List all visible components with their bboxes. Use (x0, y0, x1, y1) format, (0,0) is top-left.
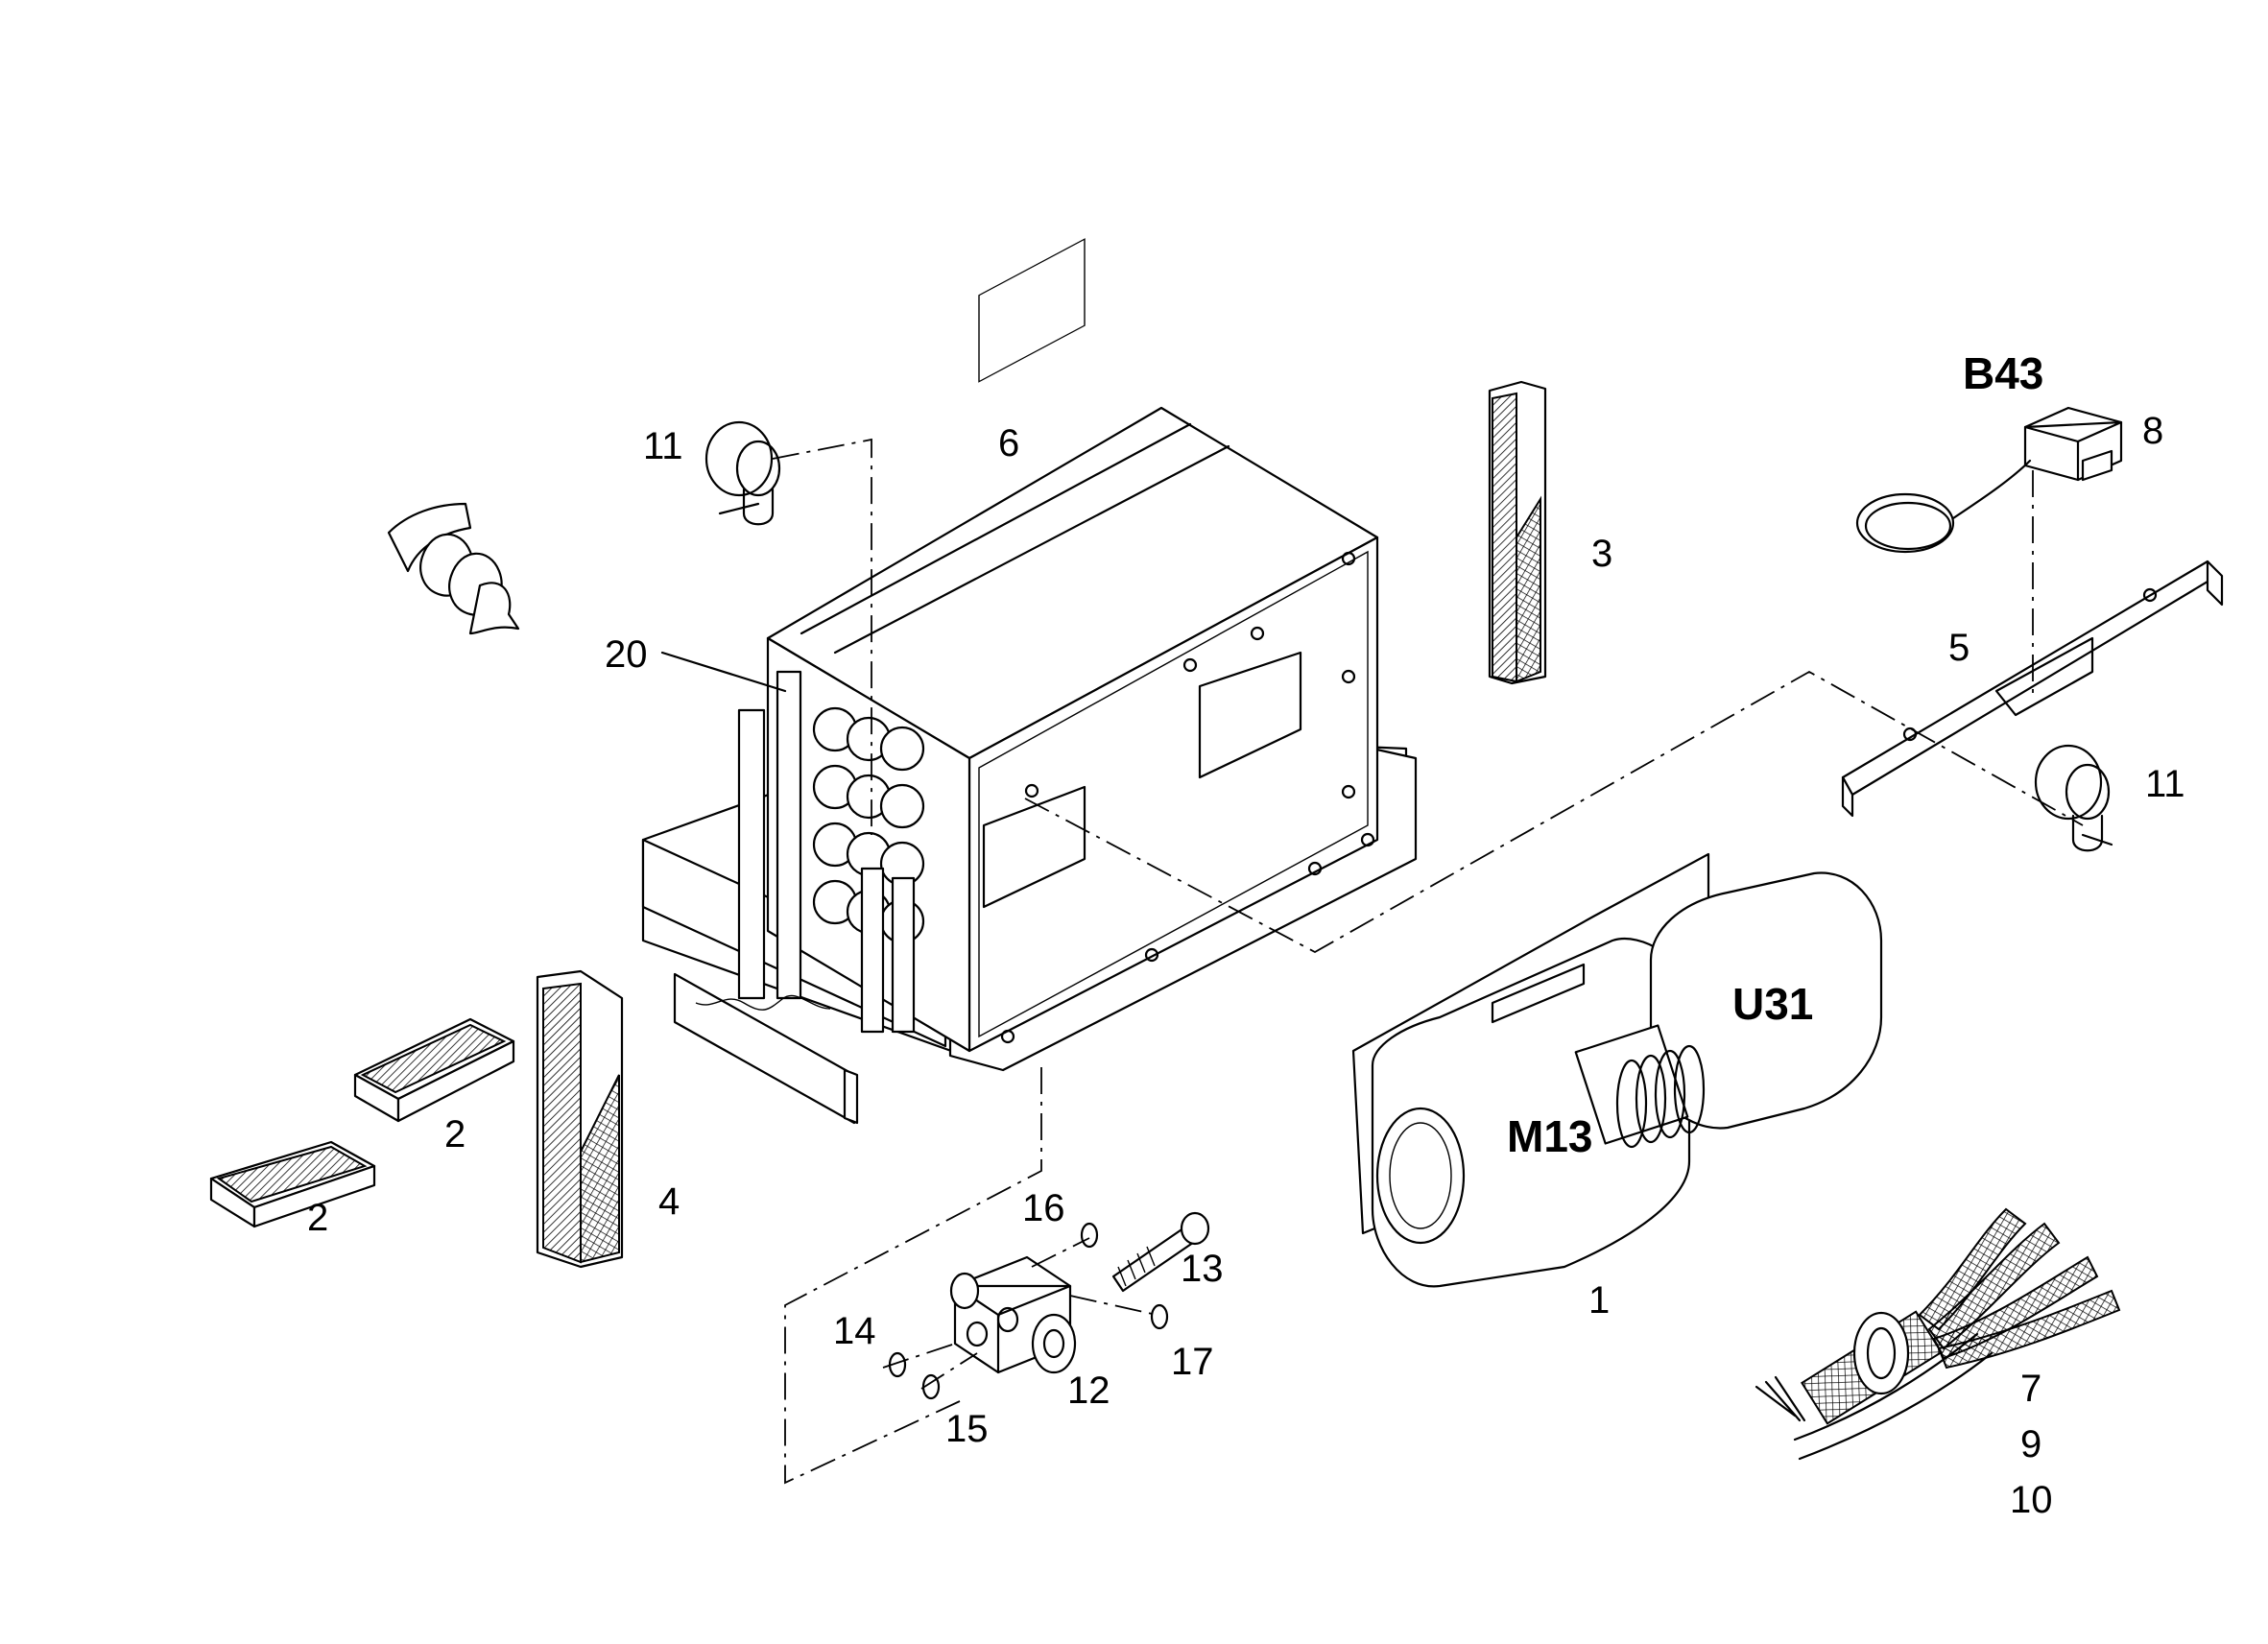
label-11-top: 11 (643, 425, 683, 467)
label-11-right: 11 (2145, 763, 2185, 805)
expansion-valve (949, 1255, 1077, 1374)
label-1: 1 (1588, 1279, 1610, 1322)
label-16: 16 (1022, 1187, 1065, 1229)
label-17: 17 (1171, 1341, 1214, 1383)
assembly-lines (772, 438, 2084, 1485)
label-9: 9 (2020, 1423, 2041, 1465)
evaporator-housing (641, 238, 1418, 1072)
mounting-rail (1841, 560, 2224, 818)
foam-pad-2b (353, 1017, 515, 1123)
label-2-left: 2 (307, 1197, 328, 1239)
blower-assembly (1351, 852, 1883, 1288)
foam-strip-3 (1488, 380, 1547, 685)
label-5: 5 (1948, 627, 1970, 669)
hose-clamp (387, 502, 520, 635)
label-b43: B43 (1963, 348, 2043, 398)
valve-bolt (1111, 1211, 1210, 1293)
label-15: 15 (945, 1408, 989, 1450)
label-10: 10 (2010, 1479, 2053, 1521)
grommet-11b (2034, 744, 2113, 852)
label-14: 14 (833, 1310, 876, 1352)
temperature-sensor (1855, 406, 2123, 554)
wire-harness (1755, 1207, 2121, 1461)
label-13: 13 (1181, 1248, 1224, 1290)
label-m13: M13 (1507, 1111, 1592, 1161)
label-8: 8 (2142, 410, 2163, 452)
foam-block-4 (536, 969, 624, 1269)
label-4: 4 (658, 1180, 680, 1223)
grommet-11a (704, 420, 781, 526)
foam-pad-2a (209, 1140, 376, 1228)
leader-20 (660, 651, 787, 693)
label-7: 7 (2020, 1368, 2041, 1410)
label-12: 12 (1067, 1370, 1110, 1412)
label-2-right: 2 (444, 1113, 466, 1156)
label-20: 20 (605, 633, 648, 676)
label-u31: U31 (1732, 979, 1813, 1029)
label-6: 6 (998, 422, 1019, 465)
motor-windings (1615, 1044, 1706, 1149)
label-3: 3 (1591, 533, 1612, 575)
bracket-plate (673, 972, 859, 1125)
